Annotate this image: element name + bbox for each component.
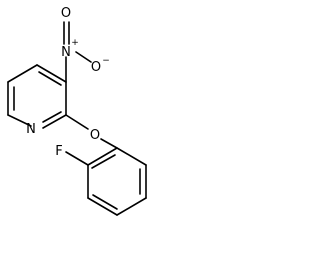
bond-p3-p4 (87, 197, 118, 216)
fluorine-label: F (55, 144, 62, 159)
bond-p1-p2 (87, 147, 118, 166)
pyridine-ring (7, 64, 67, 129)
fluorophenyl-ring (65, 147, 147, 216)
bond-c5-c4 (36, 64, 67, 83)
bond-nitro-n-o-right (75, 51, 92, 63)
ether-oxygen-label: O (90, 128, 100, 143)
nitro-minus-charge: − (102, 56, 110, 66)
bond-c5-c4-inner (38, 71, 62, 86)
nitro-oxygen-right-label: O (91, 60, 101, 75)
bond-n1-c2 (7, 114, 32, 127)
ether-linkage (65, 114, 118, 149)
bond-c3-ether-o (65, 114, 89, 130)
bond-p2-fluorine (65, 151, 89, 166)
bond-p1-p2-inner (91, 154, 116, 169)
bond-p3-p4-inner (92, 194, 118, 210)
pyridine-nitrogen-label: N (26, 122, 36, 137)
bond-p4-p5 (116, 197, 147, 216)
bond-p6-p1 (116, 147, 147, 166)
nitro-nitrogen-label: N (61, 45, 71, 60)
nitro-oxygen-top-label: O (61, 6, 71, 21)
structure-canvas: N N + O O − O F (7, 6, 147, 216)
bond-c3-c2-inner (42, 111, 62, 123)
bond-ether-o-phenyl (100, 138, 118, 149)
nitro-plus-charge: + (71, 38, 79, 48)
bond-c3-c2 (42, 114, 67, 129)
bond-c6-c5 (7, 64, 38, 83)
nitro-group (63, 21, 92, 83)
